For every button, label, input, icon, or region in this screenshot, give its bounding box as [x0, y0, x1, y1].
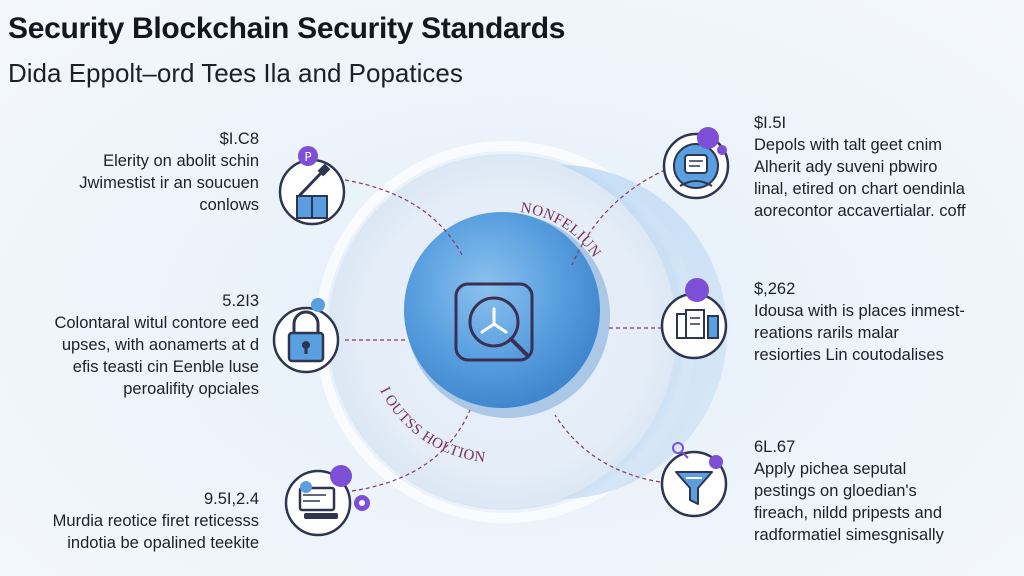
padlock-icon: [272, 298, 340, 374]
key-search-icon: [454, 282, 534, 362]
computer-icon: [284, 465, 370, 537]
right-item-3-line-4: radformatiel simesgnisally: [754, 526, 944, 544]
left-item-2-line-4: peroalifity opciales: [123, 380, 259, 398]
right-item-1-line-1: Depols with talt geet cnim: [754, 136, 943, 154]
right-item-1-value: $I.5I: [754, 114, 787, 132]
left-item-1-line-2: Jwimestist ir an soucuen: [79, 174, 259, 192]
ring-crescent: [560, 165, 727, 499]
svg-text:P: P: [304, 150, 311, 164]
left-item-2-line-1: Colontaral witul contore eed: [54, 314, 259, 332]
page-title: Security Blockchain Security Standards: [8, 12, 566, 45]
user-badge-icon: [662, 127, 730, 200]
left-item-1-line-3: conlows: [199, 196, 259, 214]
left-item-2-value: 5.2I3: [222, 292, 259, 310]
left-item-1: $I.C8 Elerity on abolit schin Jwimestist…: [79, 128, 259, 216]
left-item-1-line-1: Elerity on abolit schin: [103, 152, 259, 170]
funnel-filter-icon: [660, 442, 728, 518]
right-item-1-line-2: Alherit ady suveni pbwiro: [754, 158, 938, 176]
page-subtitle: Dida Eppolt–ord Tees Ila and Popatices: [8, 58, 463, 88]
right-item-3-line-1: Apply pichea seputal: [754, 460, 907, 478]
right-item-2-line-1: Idousa with is places inmest-: [754, 302, 965, 320]
right-item-2-line-3: resiorties Lin coutodalises: [754, 346, 944, 364]
connector-left-1: [344, 179, 463, 256]
right-item-2-value: $,262: [754, 280, 796, 298]
left-item-3-line-2: indotia be opalined teekite: [67, 534, 259, 552]
left-item-2: 5.2I3 Colontaral witul contore eed upses…: [54, 290, 259, 400]
right-item-2: $,262 Idousa with is places inmest- reat…: [754, 278, 965, 366]
right-item-3-line-2: pestings on gloedian's: [754, 482, 917, 500]
right-item-1-line-3: linal, etired on chart oendinla: [754, 180, 965, 198]
right-item-1-line-4: aorecontor accavertialar. coff: [754, 202, 966, 220]
connector-right-1: [571, 169, 666, 266]
inner-disc: [404, 212, 600, 408]
left-item-2-line-2: upses, with aonamerts at d: [61, 336, 259, 354]
left-item-2-line-3: efis teasti cin Eenble luse: [72, 358, 259, 376]
left-item-3-value: 9.5I,2.4: [203, 490, 259, 508]
right-item-2-line-2: reations rarils malar: [754, 324, 899, 342]
left-item-1-value: $I.C8: [219, 130, 259, 148]
right-item-1: $I.5I Depols with talt geet cnim Alherit…: [754, 112, 966, 222]
tools-box-icon: P: [278, 146, 346, 226]
right-item-3-line-3: fireach, nildd pripests and: [754, 504, 943, 522]
connector-left-3: [344, 409, 471, 493]
connector-right-3: [554, 414, 661, 483]
left-item-3: 9.5I,2.4 Murdia reotice firet reticesss …: [53, 488, 259, 554]
right-item-3: 6L.67 Apply pichea seputal pestings on g…: [754, 436, 944, 546]
right-item-3-value: 6L.67: [754, 438, 796, 456]
left-item-3-line-1: Murdia reotice firet reticesss: [52, 512, 259, 530]
documents-icon: [660, 278, 728, 360]
